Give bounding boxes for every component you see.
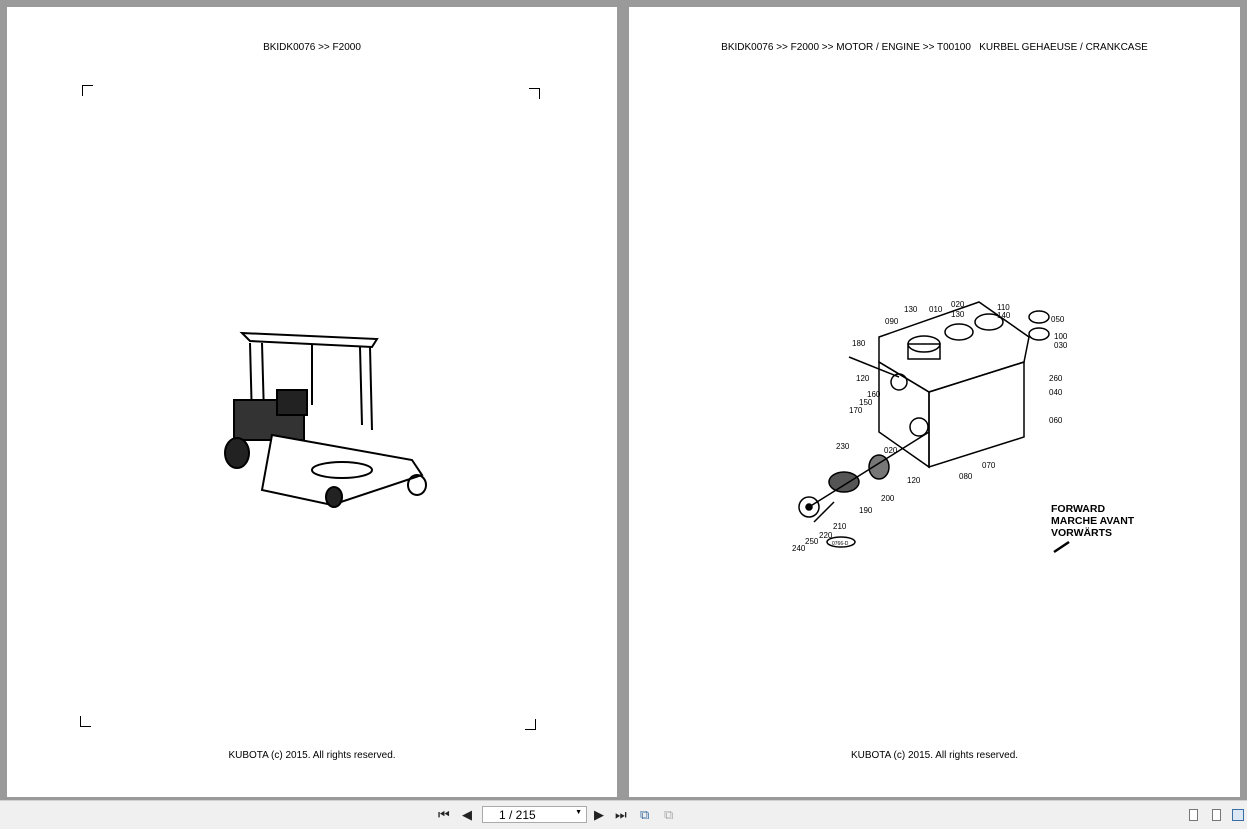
- first-page-icon[interactable]: ⏮: [438, 807, 450, 822]
- page-header: BKIDK0076 >> F2000: [263, 42, 361, 53]
- part-label: 190: [859, 506, 873, 515]
- crop-mark: [525, 719, 536, 730]
- page-header: BKIDK0076 >> F2000 >> MOTOR / ENGINE >> …: [721, 42, 1148, 53]
- part-label: 230: [836, 442, 850, 451]
- copy-page-icon[interactable]: ⧉: [640, 807, 650, 822]
- part-label: 210: [833, 522, 847, 531]
- page-footer: KUBOTA (c) 2015. All rights reserved.: [850, 750, 1019, 761]
- part-label: 250: [805, 537, 819, 546]
- mower-illustration: [224, 331, 427, 508]
- part-label: 140: [997, 311, 1011, 320]
- part-labels: 130 010 020 130 110 140 050 090 100 030 …: [792, 300, 1068, 553]
- single-page-icon[interactable]: [1189, 809, 1198, 821]
- part-label: 010: [929, 305, 943, 314]
- part-label: 200: [881, 494, 895, 503]
- direction-label: MARCHE AVANT: [1051, 515, 1135, 527]
- part-label: 240: [792, 544, 806, 553]
- part-label: 020: [951, 300, 965, 309]
- part-label: 090: [885, 317, 899, 326]
- part-label: 110: [997, 303, 1010, 312]
- crankcase-diagram: 130 010 020 130 110 140 050 090 100 030 …: [792, 300, 1135, 554]
- part-label: 180: [852, 339, 866, 348]
- diagram-code: 0766-D: [832, 541, 849, 547]
- previous-page-icon[interactable]: ◀: [462, 807, 472, 822]
- part-label: 080: [959, 472, 973, 481]
- part-label: 150: [859, 398, 873, 407]
- page-footer: KUBOTA (c) 2015. All rights reserved.: [228, 750, 396, 761]
- pdf-toolbar: ⏮ ◀ 1 / 215 ▼ ▶ ⏭ ⧉ ⧉: [0, 800, 1247, 829]
- paste-page-icon[interactable]: ⧉: [664, 807, 674, 822]
- page-number-select[interactable]: 1 / 215 ▼: [482, 806, 587, 823]
- part-label: 040: [1049, 388, 1063, 397]
- part-label: 160: [867, 390, 881, 399]
- part-label: 130: [904, 305, 918, 314]
- direction-label: VORWÄRTS: [1051, 526, 1112, 539]
- part-label: 260: [1049, 374, 1063, 383]
- part-label: 100: [1054, 332, 1068, 341]
- part-label: 030: [1054, 341, 1068, 350]
- part-label: 070: [982, 461, 996, 470]
- part-label: 220: [819, 531, 833, 540]
- page-number-value: 1 / 215: [499, 808, 536, 822]
- part-label: 060: [1049, 416, 1063, 425]
- crop-mark: [529, 88, 540, 99]
- part-label: 170: [849, 406, 863, 415]
- continuous-icon[interactable]: [1212, 809, 1221, 821]
- crop-mark: [82, 85, 93, 96]
- two-page-icon[interactable]: [1232, 809, 1244, 821]
- last-page-icon[interactable]: ⏭: [615, 807, 627, 822]
- page-left: BKIDK0076 >> F2000 KUBOTA (c) 2015. All …: [7, 7, 617, 797]
- part-label: 120: [907, 476, 921, 485]
- part-label: 120: [856, 374, 870, 383]
- part-label: 020: [884, 446, 898, 455]
- dropdown-arrow-icon: ▼: [575, 809, 582, 816]
- page-right: BKIDK0076 >> F2000 >> MOTOR / ENGINE >> …: [629, 7, 1240, 797]
- part-label: 050: [1051, 315, 1065, 324]
- next-page-icon[interactable]: ▶: [594, 807, 604, 822]
- part-label: 130: [951, 310, 965, 319]
- crop-mark: [80, 716, 91, 727]
- direction-label: FORWARD: [1051, 503, 1105, 515]
